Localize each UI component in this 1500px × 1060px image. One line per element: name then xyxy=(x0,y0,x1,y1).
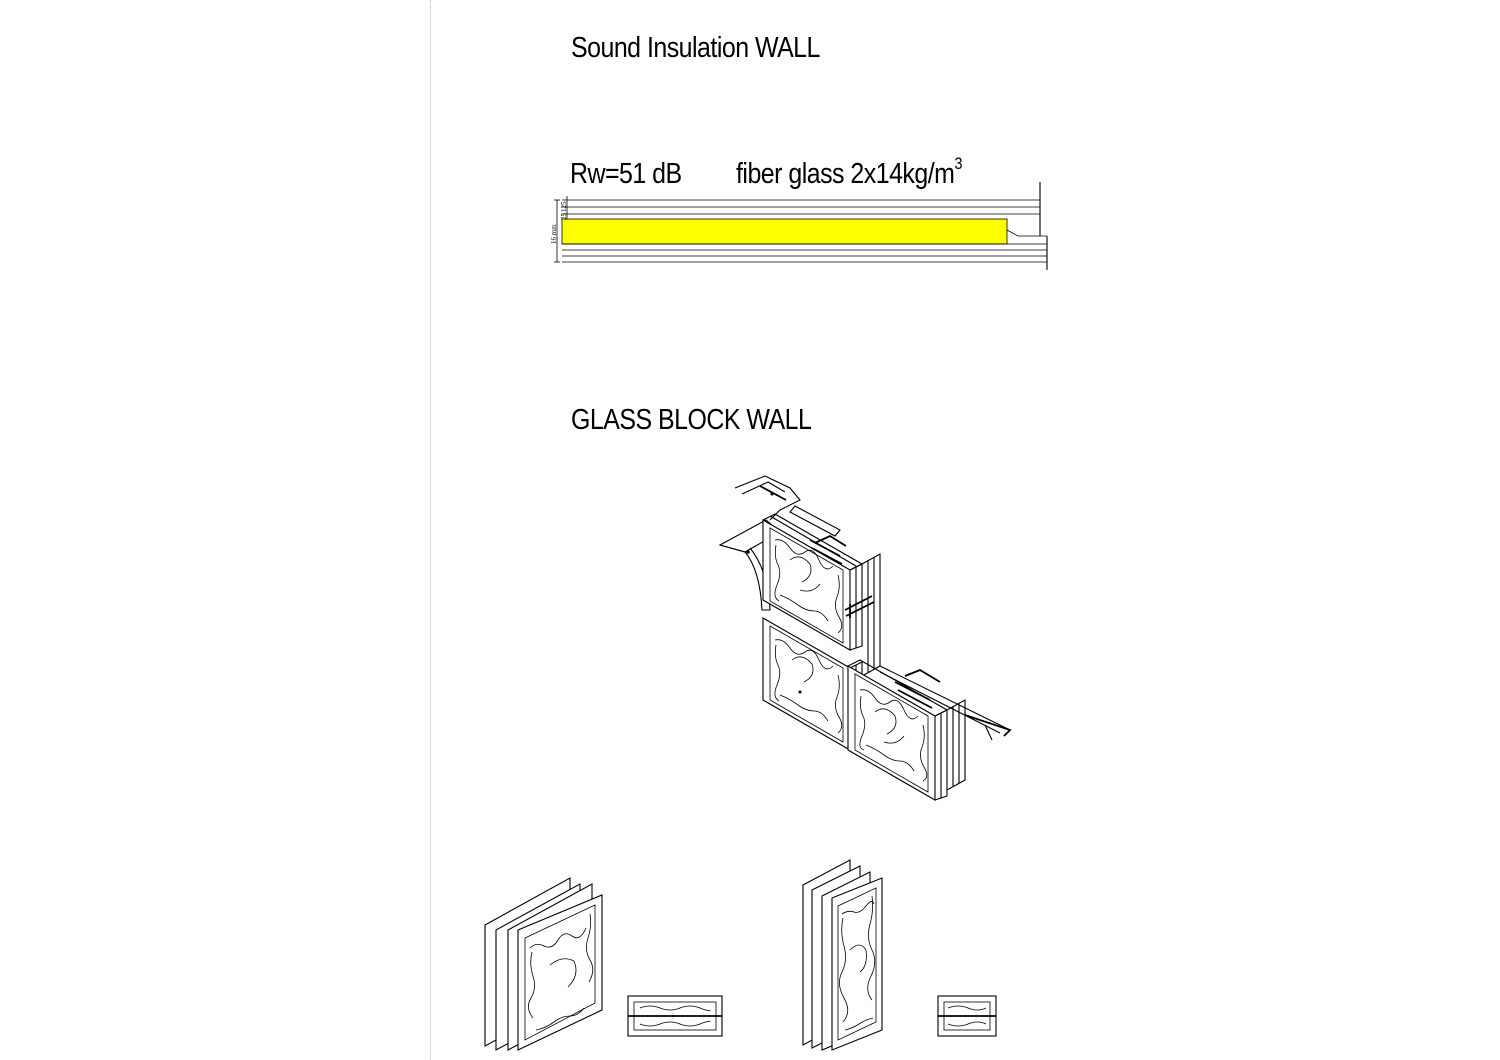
title-sound-insulation: Sound Insulation WALL xyxy=(571,32,820,64)
sheet-border-line xyxy=(430,0,431,1060)
material-superscript: 3 xyxy=(954,154,963,173)
isometric-glass-block-wall xyxy=(718,475,1012,801)
dim-label-top: 125 xyxy=(560,201,568,212)
dim-label-mid: 25 xyxy=(560,213,568,221)
title-glass-block: GLASS BLOCK WALL xyxy=(571,404,812,436)
fiberglass-insulation-fill xyxy=(561,218,1008,245)
wall-section-drawing: 125 25 16 mm xyxy=(550,182,1048,270)
material-text: fiber glass 2x14kg/m xyxy=(736,158,955,190)
rating-label: Rw=51 dB xyxy=(570,158,682,190)
glass-block-tall xyxy=(802,859,997,1051)
glass-block-square xyxy=(484,877,723,1051)
dim-label-total: 16 mm xyxy=(550,224,558,244)
material-label: fiber glass 2x14kg/m3 xyxy=(736,154,963,191)
